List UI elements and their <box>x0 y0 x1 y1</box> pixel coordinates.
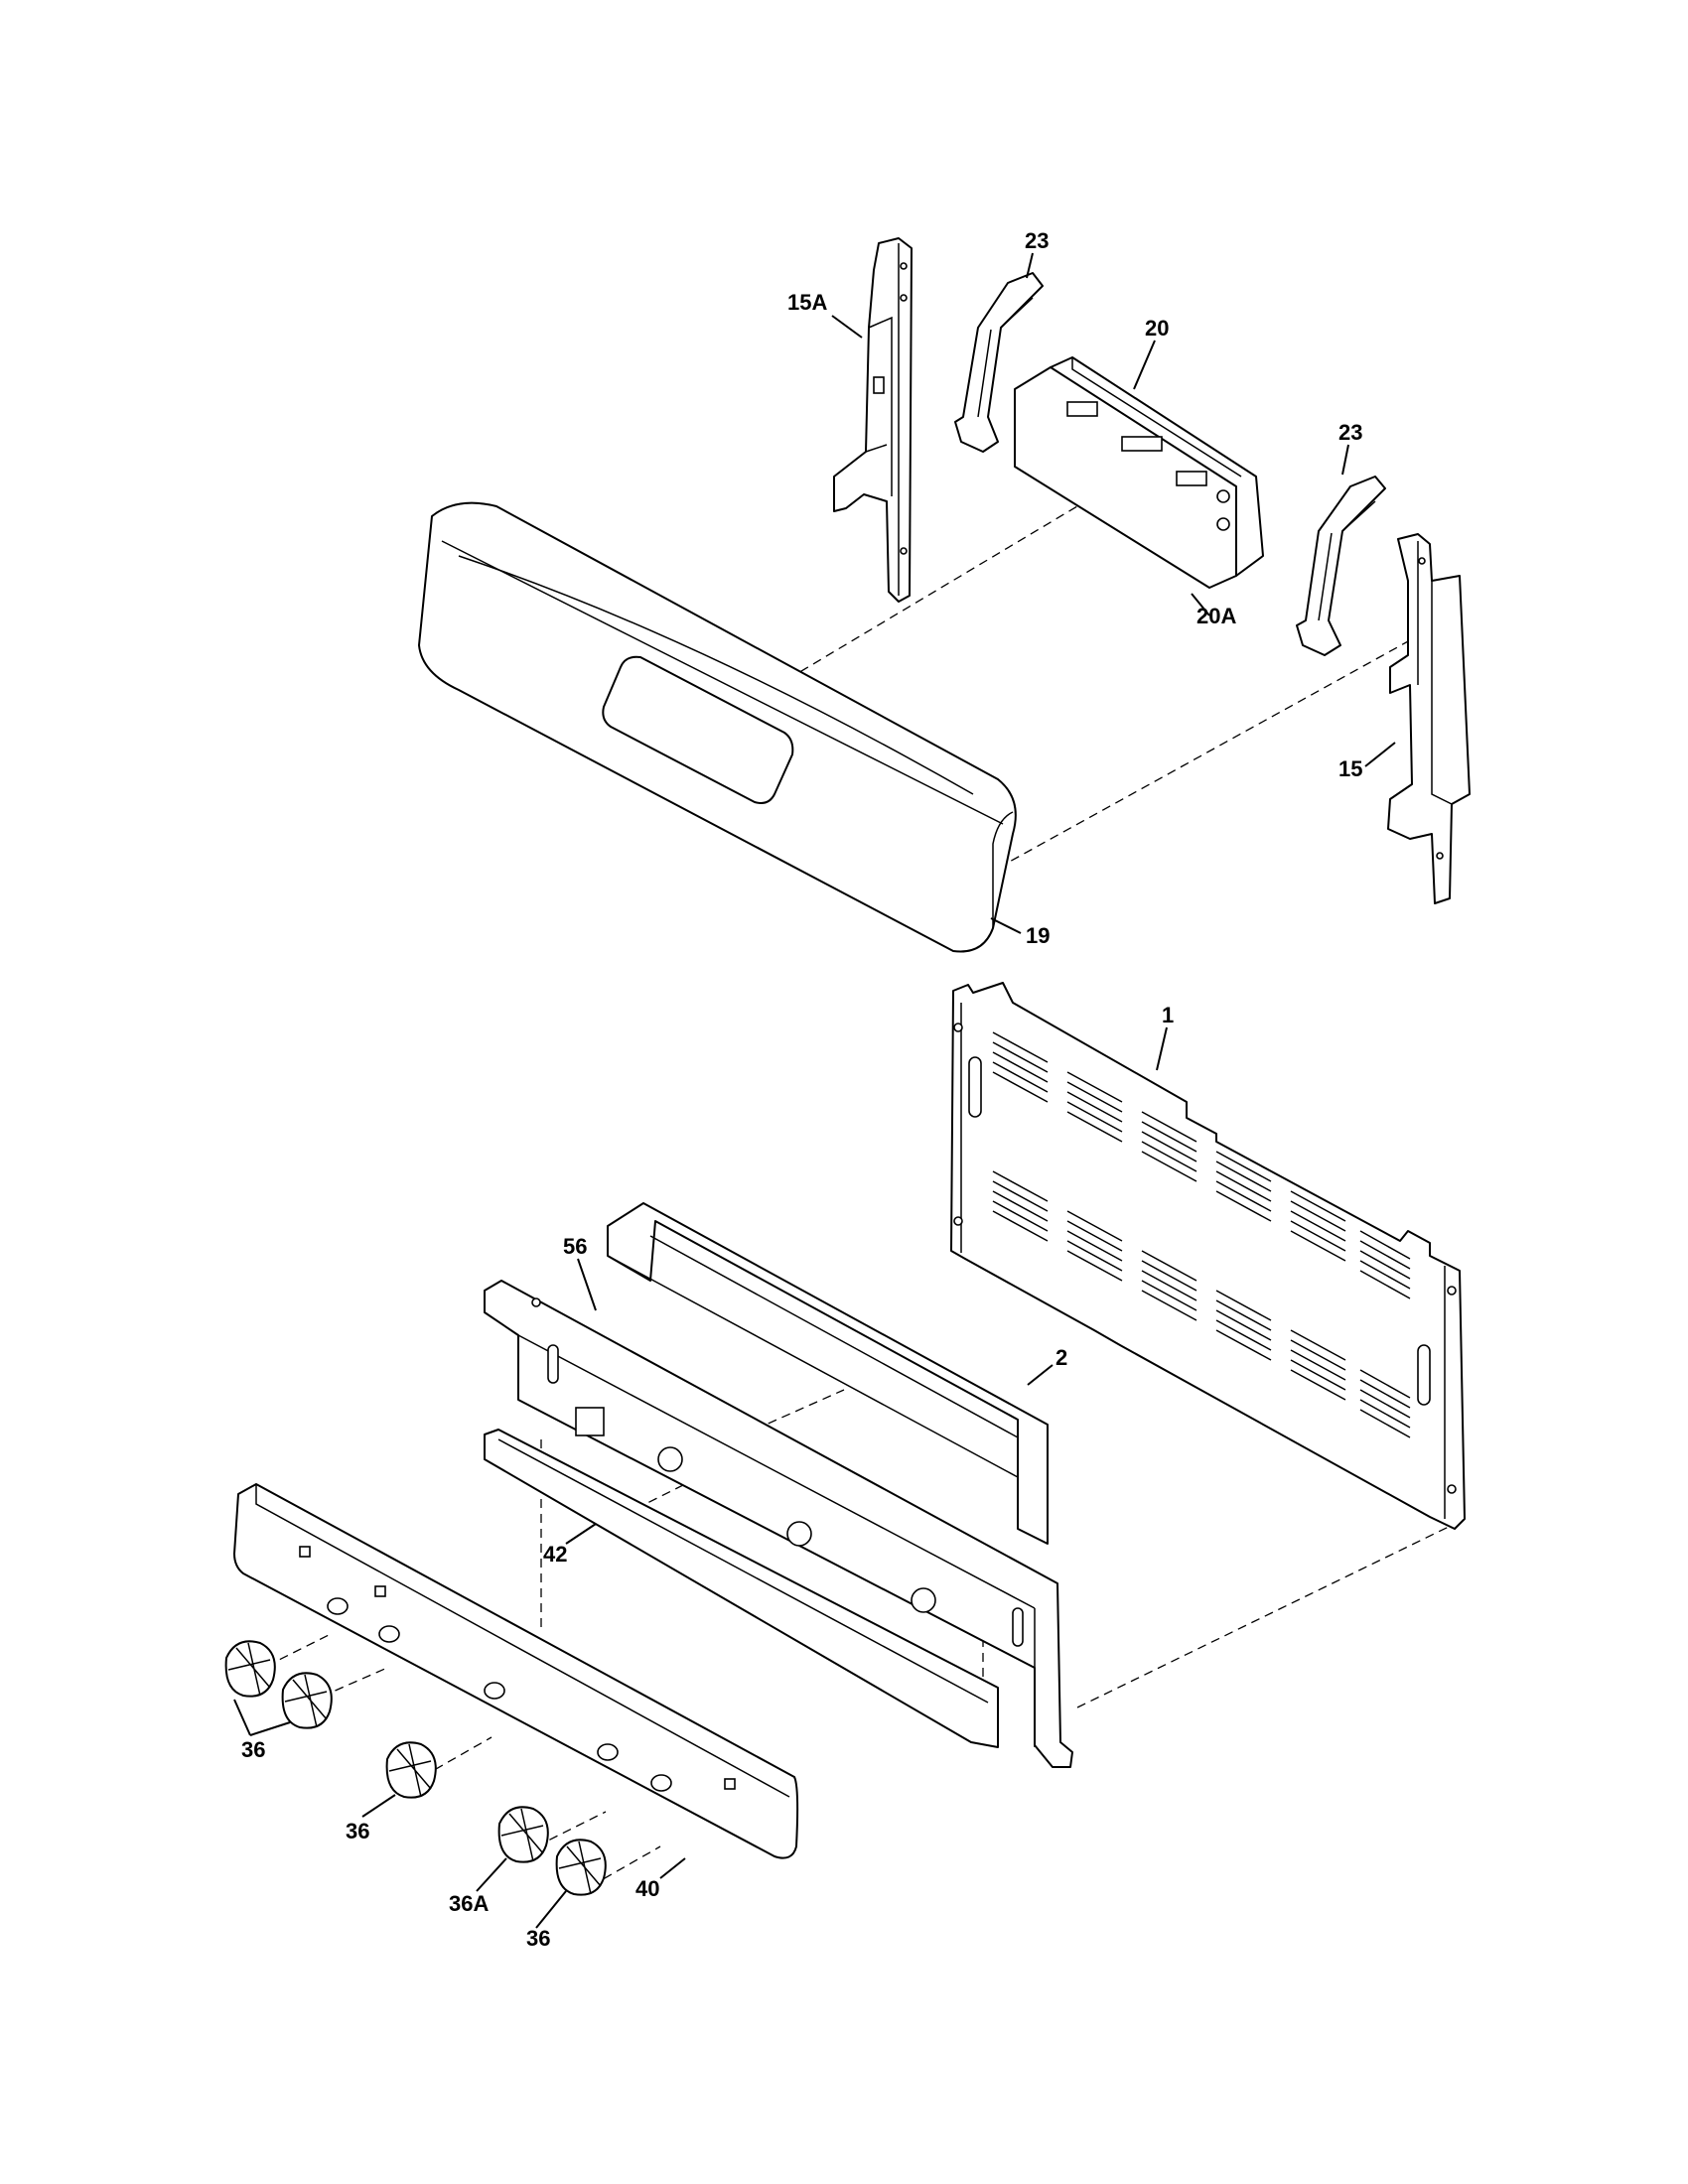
end-bracket-right-15 <box>1387 533 1471 904</box>
callout-42: 42 <box>543 1542 567 1567</box>
callout-2: 2 <box>1055 1345 1067 1370</box>
callout-1: 1 <box>1162 1003 1174 1027</box>
knob-36-4 <box>555 1839 607 1896</box>
callout-36-a: 36 <box>241 1737 265 1762</box>
callout-36A: 36A <box>449 1891 489 1916</box>
heat-shield-2 <box>607 1202 1049 1545</box>
trim-strip-42 <box>484 1429 999 1748</box>
callout-20: 20 <box>1145 316 1169 341</box>
leader-lines <box>233 252 1396 1929</box>
end-bracket-left-15a <box>833 237 913 603</box>
manifold-cover-40 <box>233 1483 799 1859</box>
callout-19: 19 <box>1026 923 1050 948</box>
callout-36-b: 36 <box>346 1819 369 1843</box>
knob-36-1 <box>224 1640 276 1698</box>
knob-36A <box>497 1806 549 1863</box>
burner-knobs <box>224 1640 607 1896</box>
trim-clip-left-23 <box>954 272 1044 453</box>
callout-15a: 15A <box>787 290 827 315</box>
callout-labels: 15A 23 20 20A 23 15 19 1 56 2 42 36 36 3… <box>241 228 1362 1951</box>
callout-20a: 20A <box>1196 604 1236 628</box>
callout-40: 40 <box>635 1876 659 1901</box>
knob-36-2 <box>281 1672 333 1729</box>
knob-36-3 <box>385 1741 437 1799</box>
callout-15: 15 <box>1338 756 1362 781</box>
callout-23-left: 23 <box>1025 228 1049 253</box>
rear-panel-1 <box>950 982 1466 1530</box>
control-panel-19 <box>418 501 1017 953</box>
callout-36-c: 36 <box>526 1926 550 1951</box>
trim-clip-right-23 <box>1296 476 1386 656</box>
electronic-control-board-20 <box>1014 356 1264 589</box>
callout-23-right: 23 <box>1338 420 1362 445</box>
vent-louvers <box>992 1031 1411 1438</box>
manifold-panel-56 <box>484 1280 1073 1768</box>
callout-56: 56 <box>563 1234 587 1259</box>
